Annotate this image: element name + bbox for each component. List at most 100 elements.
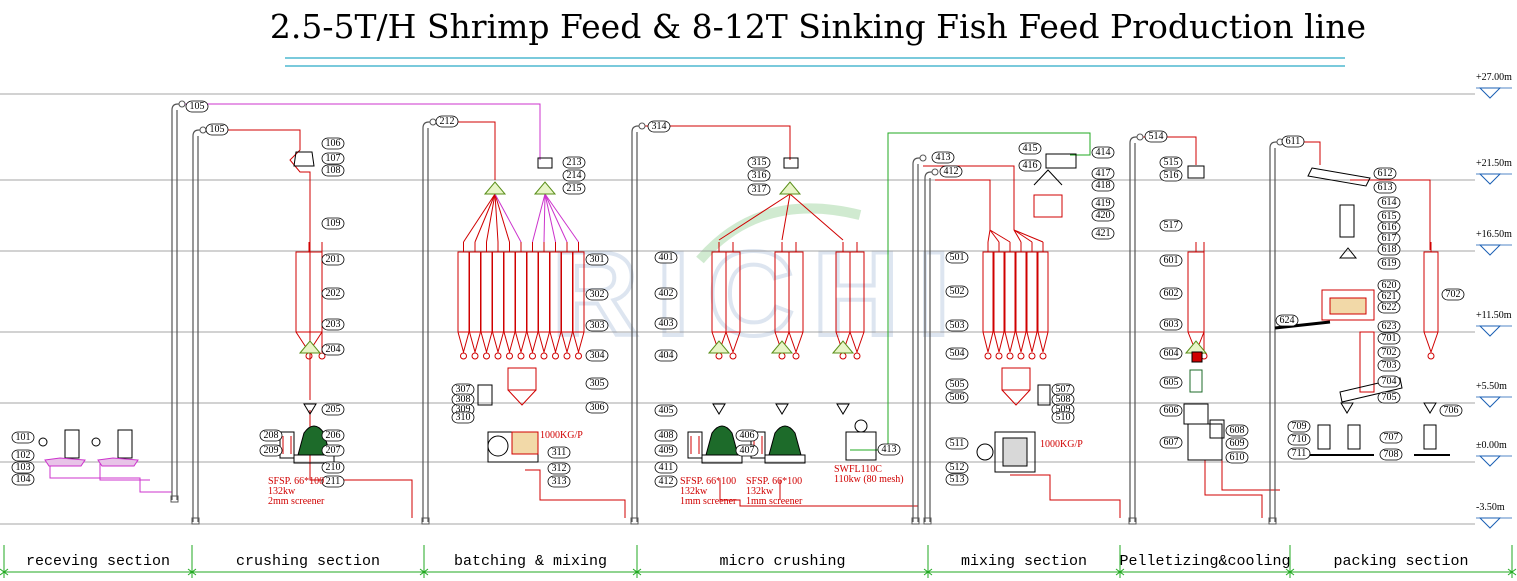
- equipment-tag: 201: [326, 254, 341, 265]
- silo-cone: [982, 331, 994, 353]
- equipment-tag: 312: [552, 463, 567, 474]
- equipment-tag-shape: [939, 165, 963, 178]
- elevator-head: [178, 100, 186, 108]
- equipment-tag-shape: [1051, 411, 1075, 424]
- pink-line: [182, 103, 541, 160]
- scale-cone: [507, 389, 537, 406]
- equipment-tag: 505: [950, 379, 965, 390]
- equipment-tag-shape: [1225, 451, 1249, 464]
- equipment-tag-shape: [1018, 159, 1042, 172]
- equipment-tag-shape: [945, 319, 969, 332]
- pipe: [1010, 474, 1121, 518]
- equipment-tag: 417: [1096, 168, 1111, 179]
- elevator-casing: [422, 121, 433, 522]
- pipe: [1350, 179, 1431, 250]
- elevator-boot: [630, 517, 639, 525]
- swfl-note: SWFL110C: [834, 464, 882, 475]
- distributor-line: [463, 193, 496, 243]
- silo-outlet: [483, 352, 490, 360]
- equipment-tag: 702: [1446, 289, 1461, 300]
- equipment-tag-shape: [1441, 288, 1465, 301]
- section-label: micro crushing: [719, 553, 845, 570]
- equipment-tag: 213: [567, 157, 582, 168]
- batching-bin: [526, 251, 539, 333]
- equipment-tag-shape: [1091, 209, 1115, 222]
- silo-cone: [572, 331, 585, 354]
- pink-line: [99, 462, 150, 481]
- equipment-tag-shape: [547, 475, 571, 488]
- equipment-tag-shape: [585, 253, 609, 266]
- equipment-tag: 416: [1023, 160, 1038, 171]
- equipment-tag-shape: [735, 444, 759, 457]
- equipment-tag-shape: [1377, 332, 1401, 345]
- batching-bin: [492, 251, 504, 333]
- silo-outlet: [305, 352, 313, 360]
- equipment-tag: 704: [1382, 376, 1397, 387]
- equipment-tag: 104: [16, 474, 31, 485]
- equipment-tag: 413: [882, 444, 897, 455]
- equipment-tag: 212: [440, 116, 455, 127]
- equipment-tag-shape: [747, 156, 771, 169]
- mixer-note: 1000KG/P: [1040, 439, 1083, 450]
- section-label: batching & mixing: [454, 553, 607, 570]
- silo-cone: [503, 331, 516, 354]
- equipment-tag: 501: [950, 252, 965, 263]
- magnet-device: [1187, 165, 1205, 179]
- distributor-line: [494, 193, 510, 243]
- distributor-line: [486, 193, 496, 243]
- silo-outlet: [563, 352, 571, 360]
- pulverizer-note: 1mm screener: [680, 496, 737, 507]
- equipment-tag: 604: [1164, 348, 1179, 359]
- equipment-tag: 407: [740, 445, 755, 456]
- equipment-tag-shape: [654, 444, 678, 457]
- equipment-tag: 205: [326, 404, 341, 415]
- packing-scale: [1317, 424, 1331, 450]
- mixing-bin: [1037, 251, 1049, 333]
- equipment-tag-shape: [1091, 179, 1115, 192]
- equipment-tag: 608: [1230, 425, 1245, 436]
- packing-scale: [1423, 424, 1437, 450]
- screw-feeder: [298, 340, 322, 354]
- swfl-fan: [854, 419, 868, 433]
- equipment-tag: 508: [1056, 394, 1071, 405]
- equipment-tag-shape: [11, 431, 35, 444]
- equipment-tag: 703: [1382, 360, 1397, 371]
- equipment-tag-shape: [945, 473, 969, 486]
- bin: [295, 251, 323, 333]
- section-tick: [419, 568, 429, 576]
- section-label: receving section: [26, 553, 170, 570]
- mixing-bin: [1004, 251, 1016, 333]
- distributor-line: [1013, 229, 1033, 243]
- cooler-fan: [1209, 419, 1225, 439]
- level-triangle: [1478, 325, 1502, 337]
- equipment-tag-shape: [321, 217, 345, 230]
- equipment-tag: 109: [326, 218, 341, 229]
- equipment-tag-shape: [1159, 156, 1183, 169]
- swfl-note: 110kw (80 mesh): [834, 474, 904, 485]
- elevator-casing: [924, 171, 935, 522]
- operator-figure: [38, 437, 48, 447]
- bagging-elevator: [1359, 331, 1375, 393]
- mixer-body: [511, 431, 539, 455]
- equipment-tag: 301: [590, 254, 605, 265]
- batching-bin: [515, 251, 527, 333]
- equipment-tag-shape: [1091, 167, 1115, 180]
- equipment-tag-shape: [1159, 169, 1183, 182]
- silo-cone: [515, 331, 527, 354]
- elevator-casing: [1269, 141, 1280, 522]
- elevator-head: [931, 168, 939, 176]
- equipment-tag: 405: [659, 405, 674, 416]
- equipment-tag-shape: [654, 475, 678, 488]
- pulverizer-note: SFSP. 66*100: [746, 476, 802, 487]
- silo-outlet: [471, 352, 479, 360]
- distributor-line: [781, 193, 791, 241]
- feed-hopper: [303, 403, 317, 415]
- conditioner: [1189, 369, 1203, 393]
- level-triangle: [1478, 455, 1502, 467]
- equipment-tag: 108: [326, 165, 341, 176]
- elevator-head: [919, 154, 927, 162]
- equipment-tag-shape: [747, 183, 771, 196]
- watermark-swoosh: [696, 203, 862, 264]
- level-label: +16.50m: [1476, 229, 1512, 240]
